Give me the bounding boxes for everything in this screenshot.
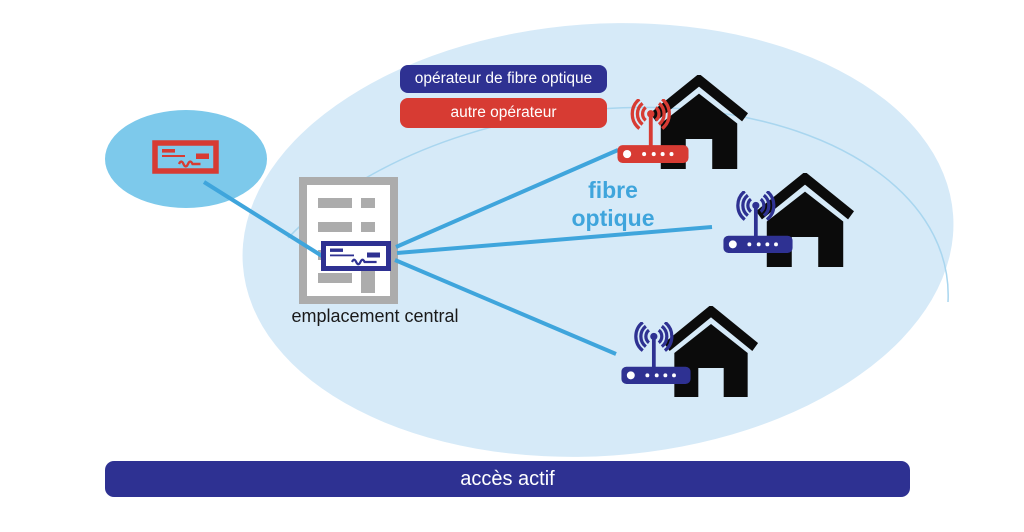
wifi-router-icon-fibre-operator-1 — [723, 191, 793, 253]
legend-item-fibre-operator: opérateur de fibre optique — [400, 65, 607, 93]
legend-item-other-operator: autre opérateur — [400, 98, 607, 128]
fibre-optique-label: fibre optique — [540, 176, 686, 232]
legend-item-other-operator-label: autre opérateur — [450, 104, 557, 121]
legend-item-fibre-operator-label: opérateur de fibre optique — [414, 70, 593, 87]
link-central-to-house-3 — [394, 258, 617, 356]
central-office-label: emplacement central — [291, 306, 459, 326]
fibre-optique-label-line1: fibre — [588, 177, 638, 203]
link-central-to-house-1 — [395, 148, 619, 249]
link-central-to-house-2 — [396, 225, 713, 255]
house-icon-3 — [664, 306, 758, 397]
network-device-icon-other-operator — [152, 140, 219, 174]
active-access-bar: accès actif — [105, 461, 910, 497]
active-access-bar-label: accès actif — [460, 467, 555, 490]
fibre-optique-label-line2: optique — [571, 205, 655, 231]
subregion-ellipse — [105, 110, 267, 208]
legend: opérateur de fibre optique autre opérate… — [400, 65, 607, 128]
link-subregion-to-central — [202, 180, 324, 258]
wifi-router-icon-other-operator — [617, 99, 689, 163]
wifi-router-icon-fibre-operator-2 — [621, 322, 691, 384]
coverage-area-fill — [242, 23, 954, 457]
network-device-icon-fibre-operator — [321, 241, 391, 271]
